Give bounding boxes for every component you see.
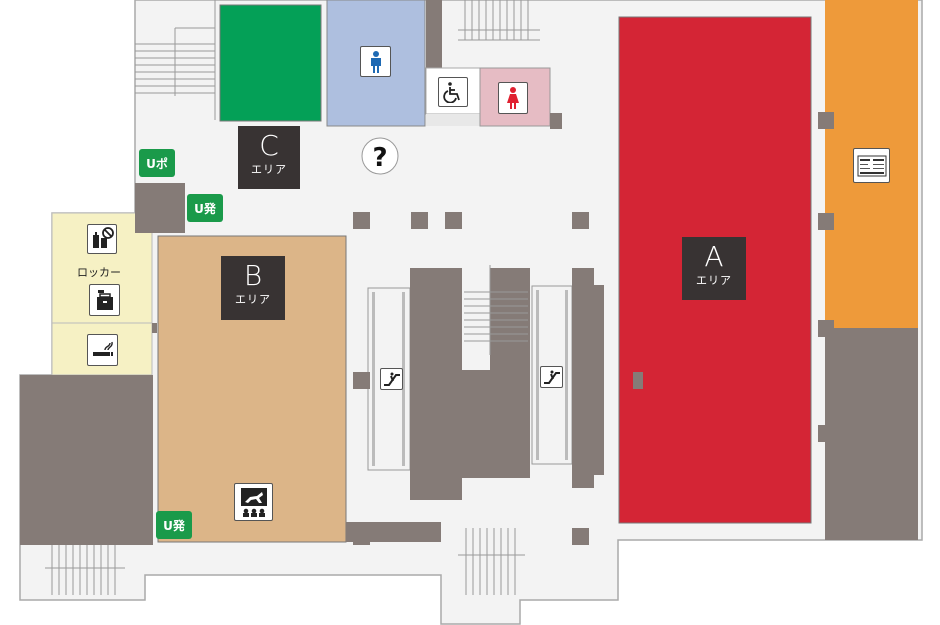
wall-block (550, 113, 562, 129)
locker-label: ロッカー (77, 266, 121, 279)
central-core (410, 268, 530, 500)
wall-block (426, 114, 480, 126)
wall-block (426, 0, 442, 68)
pillar (572, 372, 589, 389)
area-c-label: C エリア (238, 126, 300, 189)
pillar (818, 213, 834, 230)
pillar (633, 372, 643, 389)
area-b-letter: B (243, 259, 263, 292)
area-c-sub: エリア (251, 163, 287, 176)
pillar (586, 285, 604, 475)
ticket-machine-icon[interactable] (853, 148, 890, 183)
no-hazardous-items-icon (87, 224, 117, 254)
stairs-bottom-center (458, 528, 525, 595)
area-a-sub: エリア (696, 274, 732, 287)
stairs-central (464, 265, 528, 355)
pillar (818, 112, 834, 129)
pillar (353, 212, 370, 229)
locker-icon[interactable] (89, 284, 120, 316)
area-b-sub: エリア (235, 293, 271, 306)
pillar (572, 528, 589, 545)
stairs-bottom-left (45, 545, 125, 595)
pillar (572, 212, 589, 229)
area-c[interactable] (219, 4, 322, 122)
area-b-label: B エリア (221, 256, 285, 320)
pillar (152, 323, 157, 333)
mens-restroom-icon[interactable] (360, 46, 391, 77)
u-port-tag[interactable]: Uポ (139, 149, 175, 177)
pillar (445, 212, 462, 229)
womens-restroom-icon[interactable] (498, 82, 528, 114)
wheelchair-restroom-icon[interactable] (438, 77, 468, 107)
smoking-area-icon[interactable] (87, 334, 118, 366)
area-c-letter: C (259, 129, 279, 162)
pillar (353, 372, 370, 389)
wall-block-right (825, 328, 918, 540)
pillar (818, 425, 826, 442)
svg-text:?: ? (372, 143, 387, 173)
u-hatsu-tag-top[interactable]: U発 (187, 194, 223, 222)
stairs-top-left (135, 0, 216, 120)
pillar (353, 528, 370, 545)
race-viewing-icon[interactable] (234, 483, 273, 521)
u-hatsu-tag-bottom[interactable]: U発 (156, 511, 192, 539)
area-a-letter: A (704, 240, 724, 273)
escalator-icon (380, 368, 403, 390)
area-a-label: A エリア (682, 237, 746, 300)
escalator-icon (540, 366, 563, 388)
wall-block-left (20, 375, 153, 545)
information-icon[interactable]: ? (361, 137, 399, 175)
wall-block (135, 183, 185, 233)
pillar (818, 320, 834, 337)
stairs-top-center (458, 0, 540, 41)
pillar (411, 212, 428, 229)
